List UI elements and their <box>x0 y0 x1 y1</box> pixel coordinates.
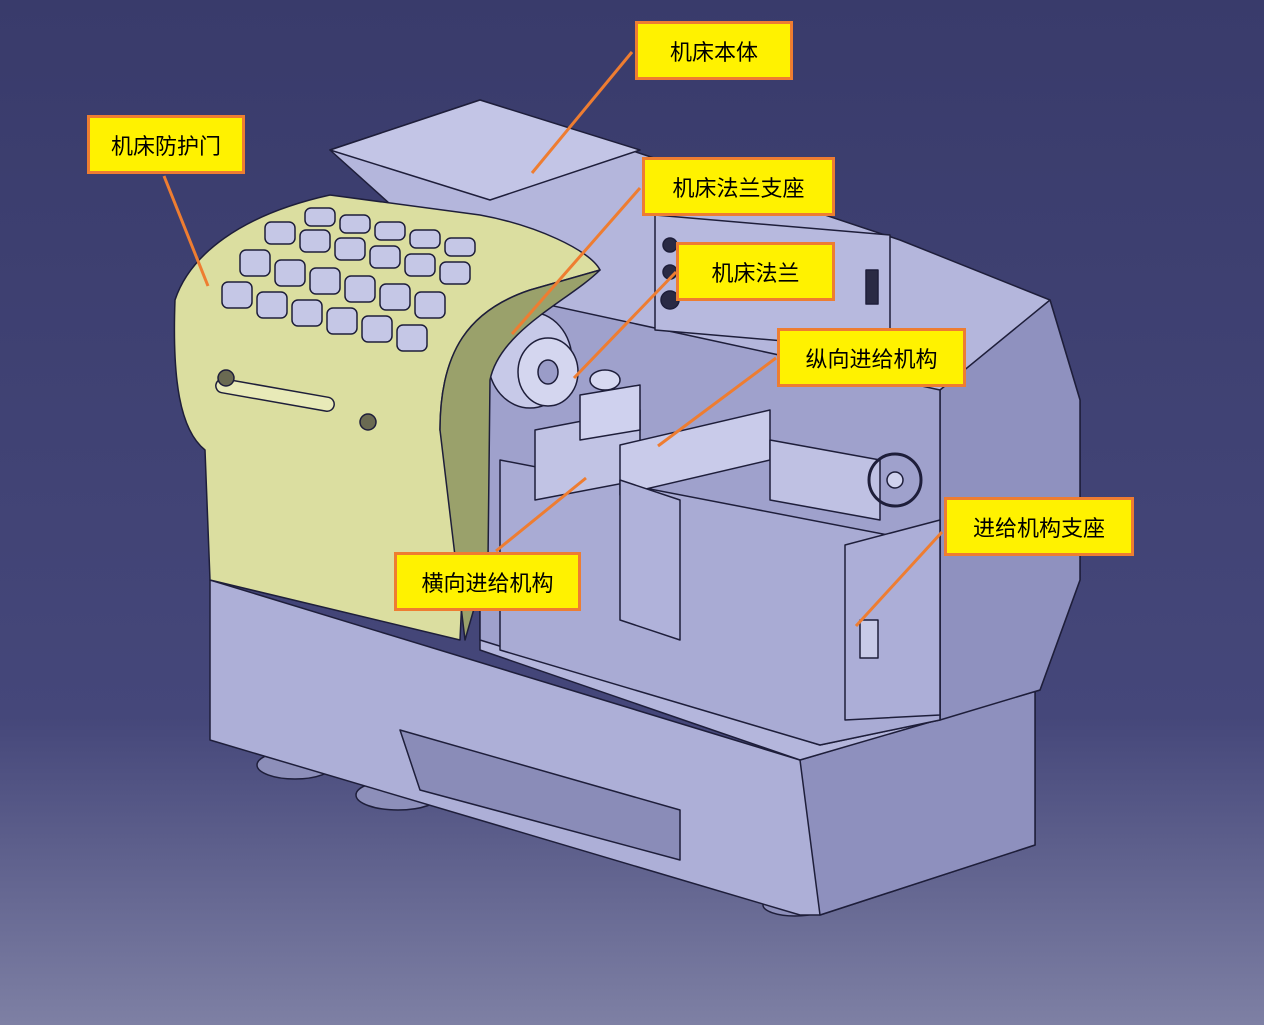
label-feed-seat: 进给机构支座 <box>944 497 1134 556</box>
leader-cross-feed <box>495 476 587 553</box>
door-window-grid <box>221 207 476 352</box>
label-machine-body: 机床本体 <box>635 21 793 80</box>
tool-post-cap <box>589 369 621 391</box>
door-bolt <box>217 369 235 387</box>
lathe-machine <box>173 99 1081 917</box>
carriage-apron <box>619 479 681 641</box>
leader-protective-door <box>162 175 210 287</box>
label-flange-seat: 机床法兰支座 <box>642 157 835 216</box>
label-protective-door: 机床防护门 <box>87 115 245 174</box>
feed-support-window <box>859 619 879 659</box>
tool-post <box>579 384 641 441</box>
label-flange: 机床法兰 <box>676 242 835 301</box>
tailstock <box>769 439 881 521</box>
leader-flange <box>572 270 678 380</box>
leader-longitudinal-feed <box>657 356 777 448</box>
bed <box>499 459 941 746</box>
handwheel-hub <box>886 471 904 489</box>
panel-switch <box>865 269 879 305</box>
leader-feed-seat <box>854 530 944 628</box>
leader-lines <box>162 51 944 628</box>
door-edge <box>439 269 601 641</box>
chuck-center <box>537 359 559 385</box>
label-cross-feed: 横向进给机构 <box>394 552 581 611</box>
machine-body-top <box>329 99 641 201</box>
leader-machine-body <box>530 51 634 174</box>
leader-flange-seat <box>510 187 642 335</box>
label-longitudinal-feed: 纵向进给机构 <box>777 328 966 387</box>
panel-knob <box>662 237 678 253</box>
door-bolt <box>359 413 377 431</box>
feed-support <box>844 519 941 721</box>
door-handle <box>215 378 335 412</box>
base-recess <box>399 729 681 861</box>
handwheel <box>867 452 923 508</box>
